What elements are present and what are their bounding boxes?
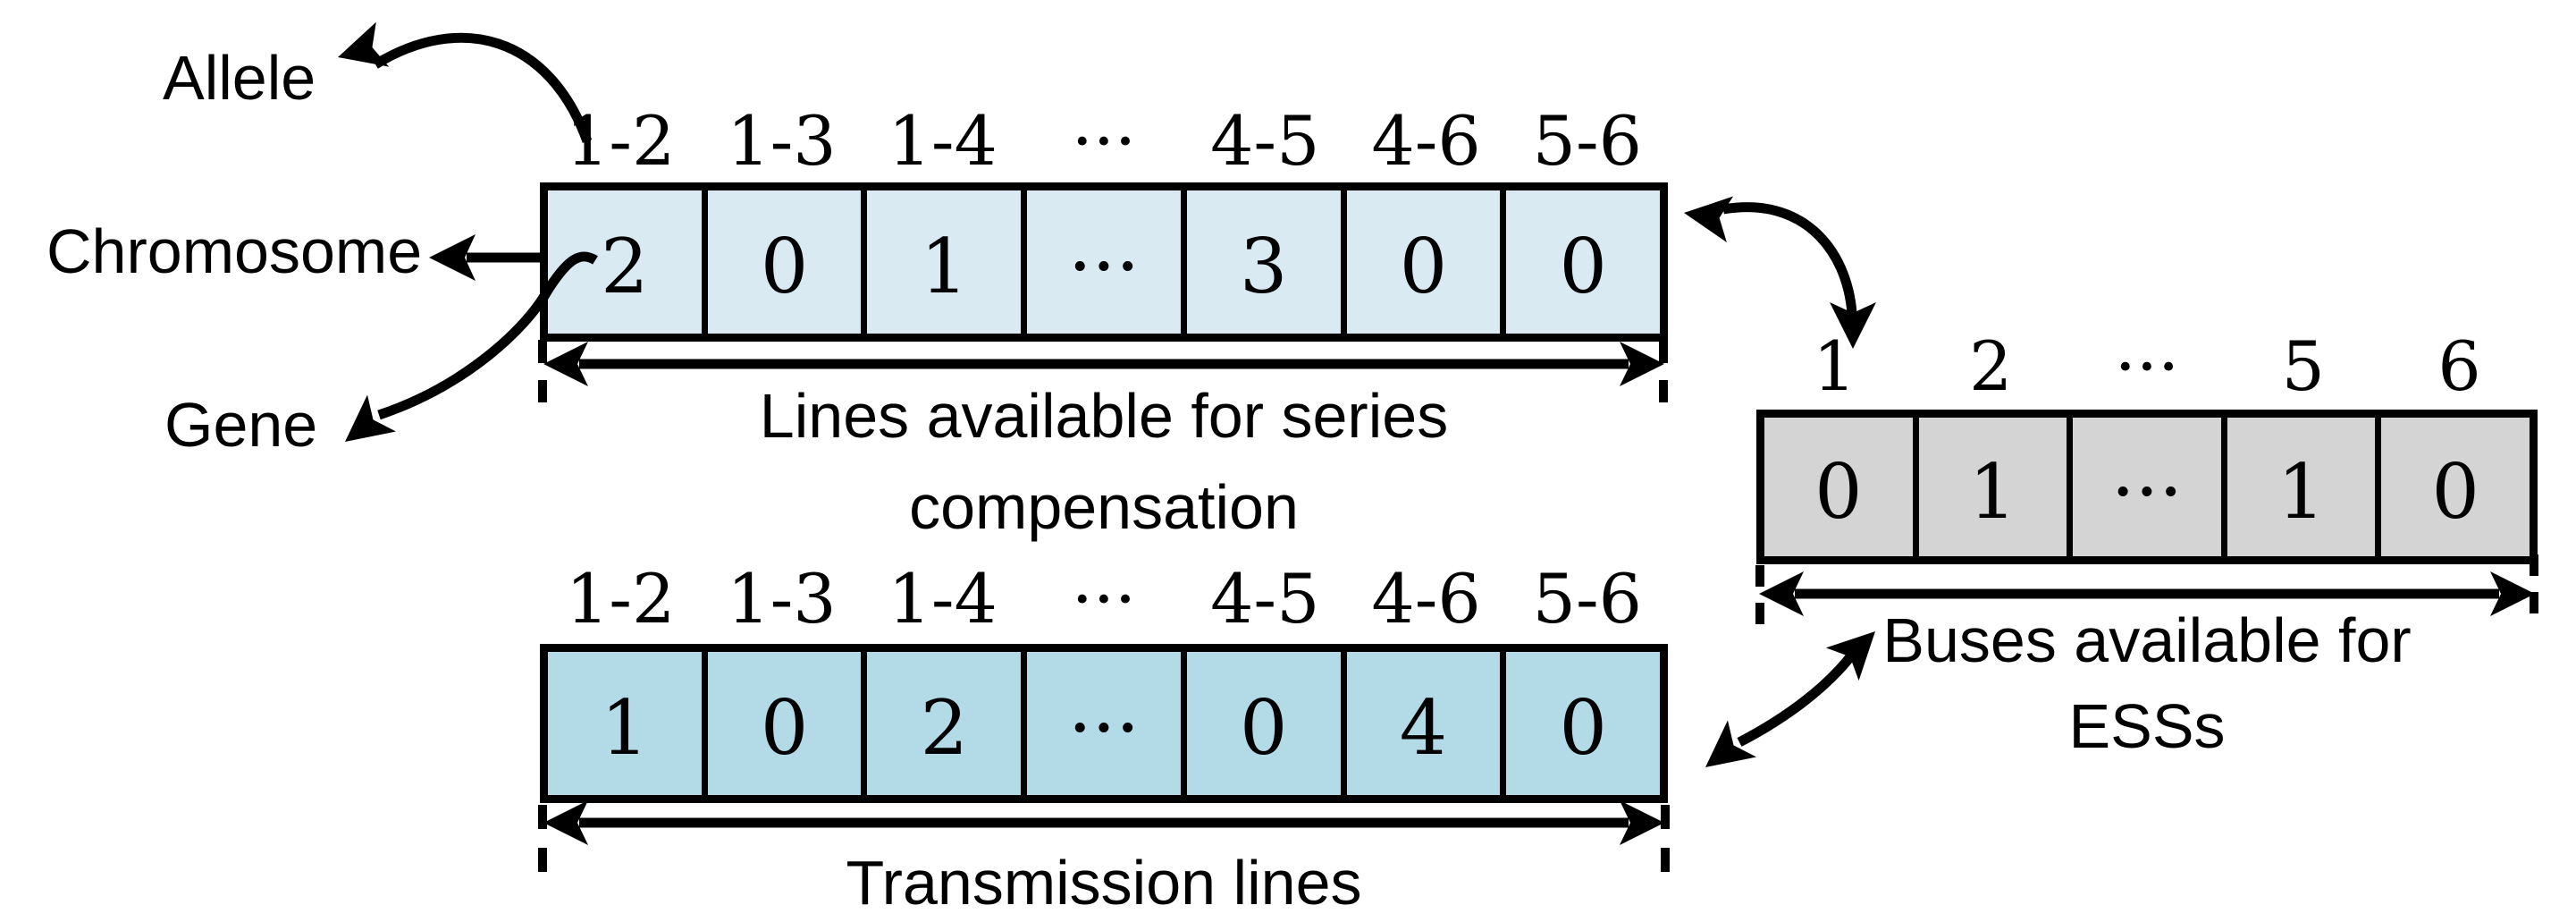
transmission-row-caption: Transmission lines: [846, 848, 1362, 918]
series-extent-arrowhead-left: [543, 342, 588, 386]
bus-caption-line2: ESSs: [2068, 691, 2226, 761]
series-gene-cell: 0: [1347, 190, 1507, 334]
allele-arrowhead: [338, 21, 390, 67]
series-header: 1-4: [888, 101, 998, 181]
allele-label: Allele: [163, 43, 316, 113]
series-header: 4-5: [1210, 101, 1320, 181]
series-row-link-arrowhead: [1684, 196, 1734, 242]
bus-ess-row: 0 1 ··· 1 0: [1756, 410, 2538, 564]
chromosome-label: Chromosome: [46, 216, 423, 286]
series-row-caption: Lines available for series compensation: [540, 370, 1668, 553]
transmission-header: 4-5: [1210, 559, 1320, 639]
bus-header-ellipsis: ···: [2114, 326, 2180, 406]
transmission-extent-arrowhead-left: [543, 800, 588, 845]
series-row-to-bus-row-arrow: [1722, 202, 1857, 314]
bus-caption-link-arrowhead: [1825, 631, 1875, 681]
bus-header: 6: [2437, 326, 2481, 406]
transmission-row-headers: 1-2 1-3 1-4 ··· 4-5 4-6 5-6: [540, 547, 1668, 633]
allele-arrow: [373, 32, 593, 143]
series-header: 1-3: [727, 101, 837, 181]
transmission-gene-cell: 2: [867, 652, 1028, 795]
series-caption-line2: compensation: [909, 472, 1299, 542]
series-header: 4-6: [1371, 101, 1481, 181]
bus-gene-cell: 1: [1919, 418, 2074, 556]
gene-label: Gene: [164, 390, 318, 460]
bus-gene-cell: 0: [1764, 418, 1919, 556]
transmission-header-ellipsis: ···: [1071, 559, 1137, 639]
transmission-gene-cell-ellipsis: ···: [1027, 652, 1187, 795]
transmission-row-to-bus-caption-arrow: [1737, 651, 1856, 747]
bus-extent-arrowhead-left: [1759, 571, 1804, 616]
transmission-header: 5-6: [1532, 559, 1643, 639]
bus-gene-cell: 0: [2431, 447, 2479, 536]
transmission-gene-cell: 0: [708, 652, 868, 795]
transmission-header: 4-6: [1371, 559, 1481, 639]
transmission-row-link-arrowhead: [1705, 720, 1756, 767]
chromosome-arrowhead: [429, 234, 476, 281]
bus-row-caption: Buses available for ESSs: [1756, 597, 2538, 769]
series-gene-cell: 1: [867, 190, 1028, 334]
transmission-header: 1-2: [565, 559, 676, 639]
transmission-extent-arrowhead-right: [1620, 800, 1664, 845]
series-gene-cell: 2: [548, 190, 708, 334]
bus-gene-cell-ellipsis: ···: [2073, 418, 2227, 556]
bus-header: 1: [1813, 326, 1856, 406]
bus-row-link-arrowhead: [1830, 302, 1876, 349]
bus-row-headers: 1 2 ··· 5 6: [1756, 315, 2538, 401]
series-compensation-row: 2 0 1 ··· 3 0 0: [540, 182, 1668, 342]
series-gene-cell-ellipsis: ···: [1027, 190, 1187, 334]
series-gene-cell: 3: [1187, 190, 1347, 334]
transmission-gene-cell: 4: [1347, 652, 1507, 795]
series-header: 5-6: [1532, 101, 1643, 181]
series-caption-line1: Lines available for series: [759, 381, 1449, 451]
series-gene-cell: 0: [1559, 223, 1607, 310]
series-extent-arrowhead-right: [1620, 342, 1664, 386]
transmission-lines-row: 1 0 2 ··· 0 4 0: [540, 644, 1668, 803]
bus-caption-line1: Buses available for: [1882, 605, 2412, 675]
bus-header: 5: [2281, 326, 2325, 406]
bus-extent-arrowhead-right: [2490, 571, 2535, 616]
transmission-header: 1-3: [727, 559, 837, 639]
series-row-headers: 1-2 1-3 1-4 ··· 4-5 4-6 5-6: [540, 89, 1668, 175]
transmission-gene-cell: 0: [1187, 652, 1347, 795]
transmission-header: 1-4: [888, 559, 998, 639]
series-header-ellipsis: ···: [1071, 101, 1137, 181]
transmission-gene-cell: 1: [548, 652, 708, 795]
gene-arrowhead: [345, 394, 396, 442]
gene-arrow: [377, 251, 598, 420]
series-gene-cell: 0: [708, 190, 868, 334]
bus-gene-cell: 1: [2227, 418, 2382, 556]
transmission-gene-cell: 0: [1559, 684, 1607, 772]
bus-header: 2: [1969, 326, 2013, 406]
